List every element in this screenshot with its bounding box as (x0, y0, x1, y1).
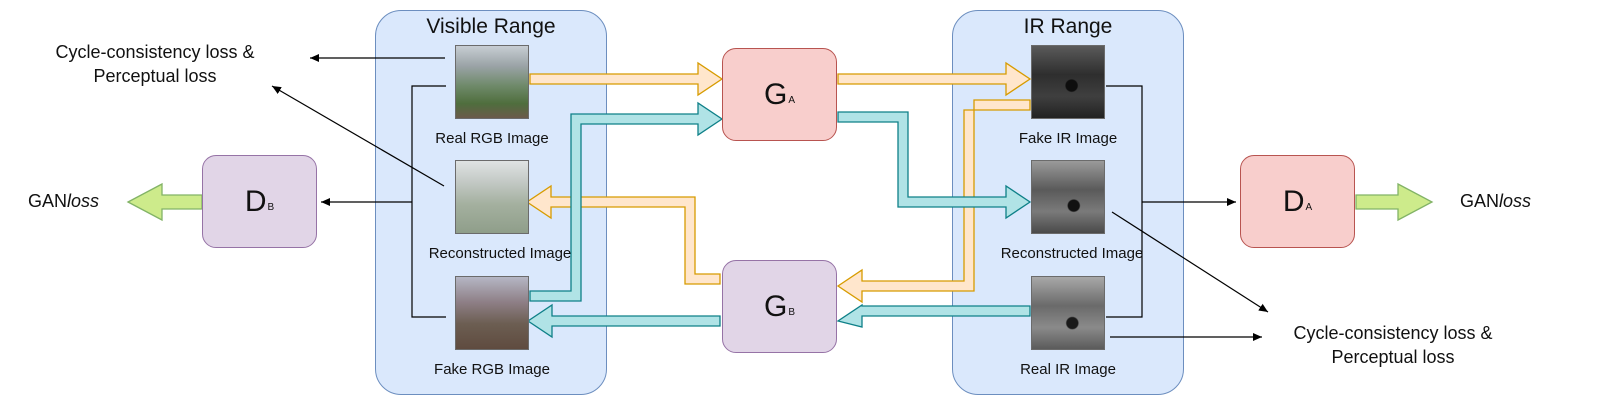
gan-loss-left-italic: loss (67, 191, 100, 211)
gan-loss-left: GANloss (28, 191, 99, 212)
arrow-recon-ir-to-loss (1111, 211, 1269, 313)
fake-ir-caption: Fake IR Image (1018, 130, 1118, 147)
real-rgb-caption: Real RGB Image (435, 130, 549, 147)
visible-range-title: Visible Range (426, 15, 556, 38)
real-rgb-image (455, 45, 529, 119)
fake-rgb-caption: Fake RGB Image (434, 361, 550, 378)
gan-loss-right: GANloss (1460, 191, 1531, 212)
gan-loss-left-main: GAN (28, 191, 68, 211)
left-loss-line2: Perceptual loss (93, 66, 217, 86)
ir-bracket (1106, 85, 1143, 318)
discriminator-a-label: D (1282, 184, 1305, 218)
ir-range-title: IR Range (1023, 15, 1113, 38)
discriminator-a-subscript: A (1305, 202, 1313, 213)
fake-rgb-image (455, 276, 529, 350)
forward-flow-fake-ir-to-gb (836, 99, 1031, 304)
backward-flow-gb-to-fake-rgb (526, 303, 721, 339)
discriminator-b-label: D (244, 184, 267, 218)
arrow-recon-rgb-to-loss (271, 85, 445, 187)
reconstructed-rgb-image (455, 160, 529, 234)
fake-ir-image (1031, 45, 1105, 119)
real-ir-image (1031, 276, 1105, 350)
left-loss-label: Cycle-consistency loss & Perceptual loss (20, 40, 290, 88)
right-loss-line1: Cycle-consistency loss & (1293, 323, 1493, 343)
backward-flow-real-ir-to-gb (836, 303, 1031, 328)
generator-a-subscript: A (788, 95, 795, 106)
reconstructed-ir-caption: Reconstructed Image (1000, 245, 1144, 262)
generator-b-subscript: B (788, 307, 795, 318)
right-loss-line2: Perceptual loss (1331, 347, 1455, 367)
gan-loss-right-italic: loss (1499, 191, 1532, 211)
gan-arrow-right (1355, 182, 1434, 222)
forward-flow-real-rgb-to-ga (529, 61, 724, 97)
reconstructed-ir-image (1031, 160, 1105, 234)
discriminator-b-subscript: B (267, 202, 275, 213)
generator-a-label: G (763, 77, 788, 111)
gan-loss-right-main: GAN (1460, 191, 1500, 211)
backward-flow-ga-to-recon-ir (837, 111, 1032, 220)
left-loss-line1: Cycle-consistency loss & (55, 42, 255, 62)
forward-flow-gb-to-recon-rgb (525, 184, 721, 285)
gan-arrow-left (126, 182, 203, 222)
backward-flow-fake-rgb-to-ga (529, 101, 724, 302)
reconstructed-rgb-caption: Reconstructed Image (428, 245, 572, 262)
generator-b-label: G (763, 289, 788, 323)
right-loss-label: Cycle-consistency loss & Perceptual loss (1258, 321, 1528, 369)
visible-bracket (411, 85, 446, 318)
real-ir-caption: Real IR Image (1020, 361, 1116, 378)
forward-flow-ga-to-fake-ir (837, 61, 1032, 97)
